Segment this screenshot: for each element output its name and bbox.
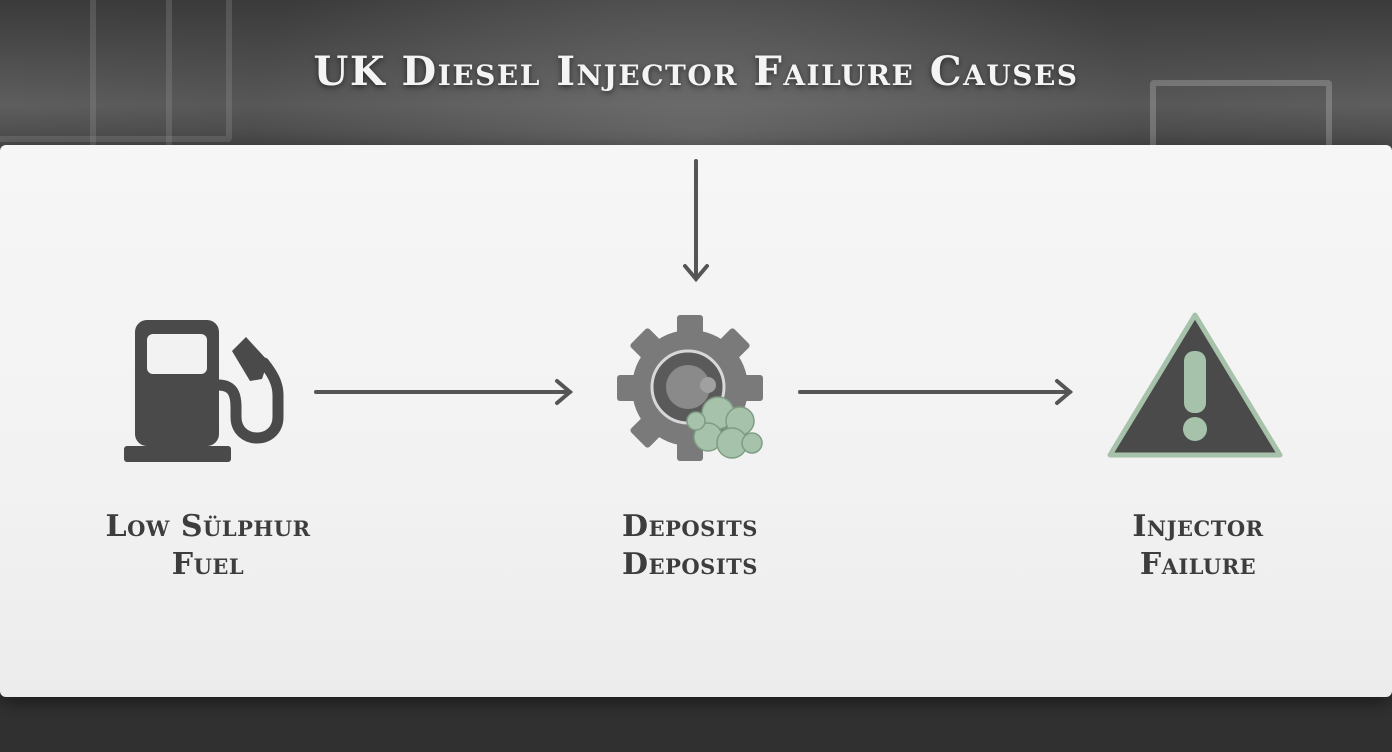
arrow-deposits-to-failure: [798, 379, 1074, 405]
background-shape: [0, 0, 232, 142]
label-line: Low Sülphur: [105, 509, 311, 544]
fuel-pump-icon: [124, 320, 284, 462]
arrow-down-to-deposits: [683, 159, 709, 283]
gear-deposits-icon: [617, 315, 763, 461]
warning-triangle-icon: [1107, 312, 1283, 458]
label-line: Deposits: [622, 509, 758, 544]
label-line: Failure: [1139, 547, 1257, 582]
flow-diagram: [124, 159, 1283, 462]
label-deposits: Deposits Deposits: [542, 508, 838, 584]
diagram-title: UK Diesel Injector Failure Causes: [313, 48, 1079, 95]
arrow-fuel-to-deposits: [314, 379, 574, 405]
label-line: Injector: [1132, 509, 1264, 544]
label-low-sulphur-fuel: Low Sülphur Fuel: [60, 508, 356, 584]
label-injector-failure: Injector Failure: [1050, 508, 1346, 584]
label-line: Fuel: [171, 547, 245, 582]
label-line: Deposits: [622, 547, 758, 582]
